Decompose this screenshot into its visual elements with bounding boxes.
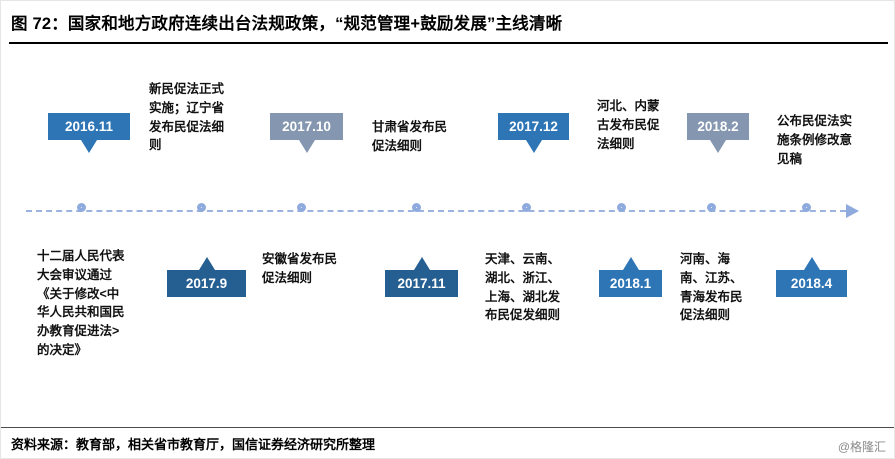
timeline-node <box>802 203 811 212</box>
figure-title: 图 72：国家和地方政府连续出台法规政策，“规范管理+鼓励发展”主线清晰 <box>11 15 563 33</box>
timeline-event-description: 甘肃省发布民促法细则 <box>372 120 448 153</box>
timeline-event-badge: 2018.4 <box>776 257 847 297</box>
footer-divider <box>1 427 894 428</box>
timeline-event-description: 十二届人民代表大会审议通过《关于修改<中华人民共和国民办教育促进法>的决定》 <box>37 249 125 357</box>
timeline-event-description: 天津、云南、湖北、浙江、上海、湖北发布民促发细则 <box>485 252 561 323</box>
timeline-event-badge: 2016.11 <box>48 113 130 153</box>
timeline-node <box>412 203 421 212</box>
arrow-right-icon <box>846 204 859 218</box>
timeline-event-description: 河南、海南、江苏、青海发布民促法细则 <box>680 252 743 323</box>
timeline-event-description: 河北、内蒙古发布民促法细则 <box>597 99 660 151</box>
timeline-event-description: 新民促法正式实施；辽宁省发布民促法细则 <box>149 82 225 153</box>
timeline-node <box>522 203 531 212</box>
timeline-event-description: 安徽省发布民促法细则 <box>262 252 338 285</box>
timeline-node <box>77 203 86 212</box>
timeline-event-badge: 2017.10 <box>270 113 343 153</box>
timeline-event-badge: 2018.1 <box>599 257 662 297</box>
timeline-node <box>197 203 206 212</box>
watermark: @格隆汇 <box>837 440 886 454</box>
timeline-node <box>617 203 626 212</box>
title-underline <box>9 42 888 44</box>
timeline-event-badge: 2017.9 <box>167 257 246 297</box>
timeline-node <box>707 203 716 212</box>
timeline-event-description: 公布民促法实施条例修改意见稿 <box>777 114 853 166</box>
source-note: 资料来源：教育部，相关省市教育厅，国信证券经济研究所整理 <box>11 437 376 452</box>
timeline-event-badge: 2018.2 <box>687 113 749 153</box>
timeline-axis <box>26 210 846 212</box>
timeline-node <box>297 203 306 212</box>
timeline-event-badge: 2017.11 <box>385 257 458 297</box>
timeline-event-badge: 2017.12 <box>498 113 569 153</box>
